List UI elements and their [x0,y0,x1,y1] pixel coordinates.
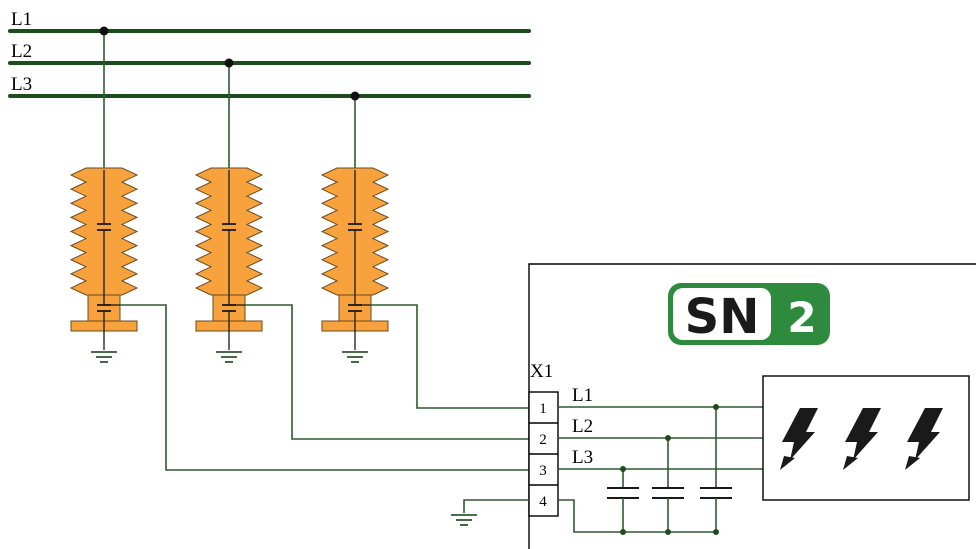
busbar-label-l1: L1 [11,9,32,30]
busbars: L1 L2 L3 [8,9,531,98]
capacitor-common-wire [558,499,716,533]
logo-letters: SN [685,289,760,345]
capacitive-voltage-divider-icon [69,31,139,350]
terminal-3: 3 [539,463,547,479]
wire-to-terminal-2 [245,304,529,440]
junction-dots [99,26,719,535]
terminal-2: 2 [539,432,547,448]
junction-dot [350,91,360,101]
ground-icon [91,351,117,363]
insulators [69,31,390,350]
lightning-arrowhead [843,456,858,470]
terminal-1: 1 [539,401,547,417]
ground-icon [451,514,477,526]
terminal-4-ground-wire [463,499,529,513]
lightning-arrowhead [780,456,795,470]
ground-icon [216,351,242,363]
wire-to-terminal-1 [370,304,529,409]
lightning-bolts [780,408,943,470]
capacitive-voltage-divider-icon [194,63,264,350]
lightning-bolt-icon [845,408,881,460]
signal-wires [120,304,529,471]
terminal-block-label: X1 [530,361,553,382]
lightning-bolt-icon [782,408,818,460]
capacitor [607,469,639,532]
capacitor [652,438,684,532]
capacitive-voltage-divider-icon [320,96,390,350]
terminal-4: 4 [539,494,547,510]
junction-dot [713,404,719,410]
terminal-block-x1: X1 1 2 3 4 [528,361,559,517]
inner-label-l3: L3 [572,447,593,468]
lightning-bolt-icon [907,408,943,460]
logo-inner-panel [673,288,771,340]
capacitor [700,407,732,532]
inner-wiring: L1 L2 L3 [463,385,763,533]
filter-capacitors [607,407,732,532]
wire-to-terminal-3 [120,304,529,471]
output-module [762,375,970,501]
lightning-arrowhead [905,456,920,470]
ground-symbols [91,351,477,526]
junction-dot [665,435,671,441]
inner-label-l1: L1 [572,385,593,406]
junction-dot [224,58,234,68]
logo-number: 2 [787,293,816,342]
junction-dot [620,529,626,535]
inner-label-l2: L2 [572,416,593,437]
sn2-logo: SN 2 [668,283,830,345]
junction-dot [99,26,109,36]
busbar-label-l3: L3 [11,74,32,95]
junction-dot [620,466,626,472]
ground-icon [342,351,368,363]
busbar-label-l2: L2 [11,41,32,62]
junction-dot [713,529,719,535]
junction-dot [665,529,671,535]
